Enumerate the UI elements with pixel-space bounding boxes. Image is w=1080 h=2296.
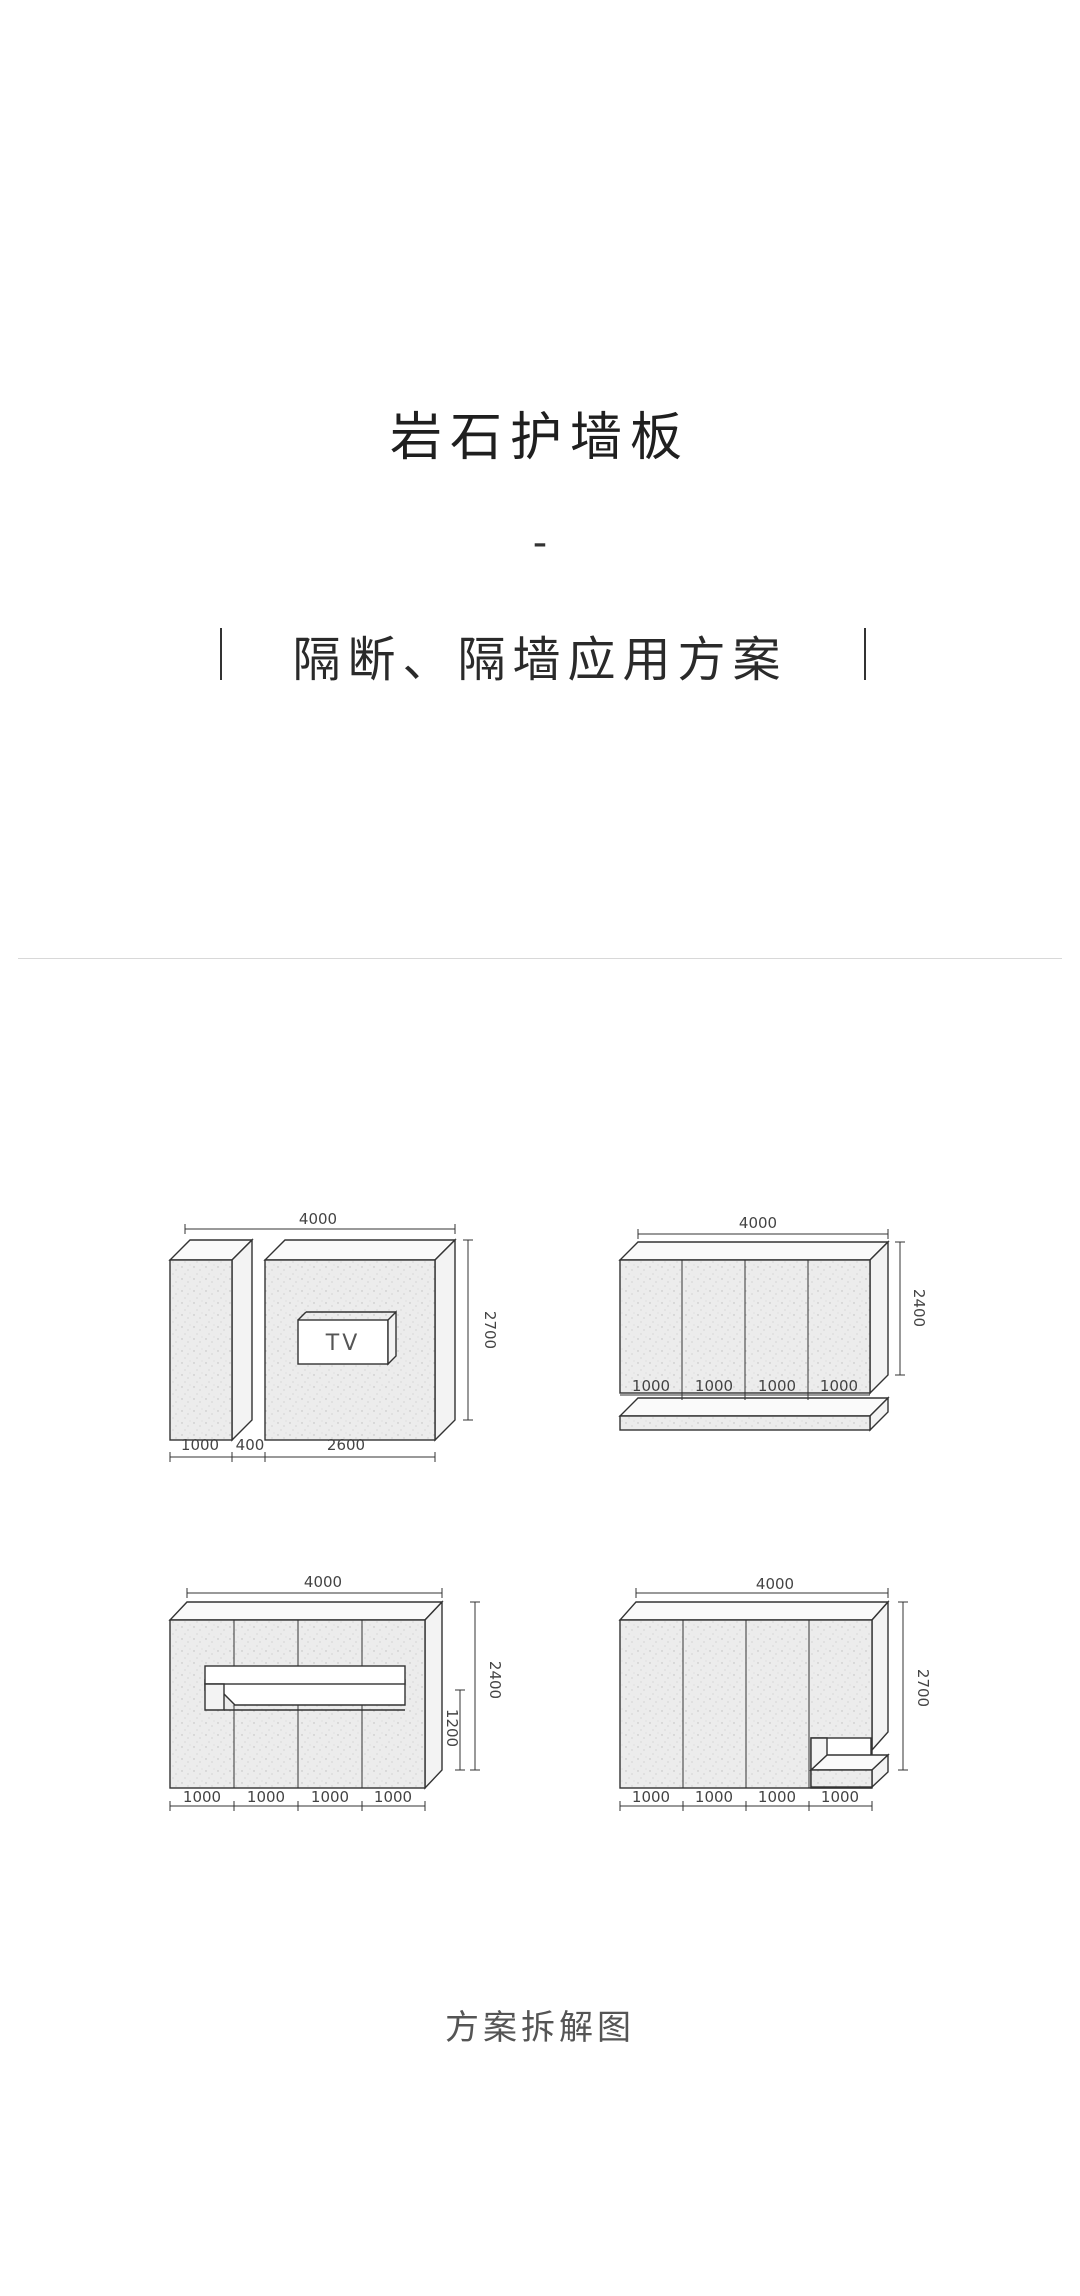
- d1-top-label: 4000: [299, 1210, 337, 1228]
- d3-bottom-label-1: 1000: [183, 1788, 221, 1806]
- d3-side-label-2: 1200: [443, 1709, 461, 1747]
- d3-top-label: 4000: [304, 1573, 342, 1591]
- title-dash: -: [532, 520, 548, 566]
- diagram-2: [618, 1229, 905, 1432]
- d3-bottom-label-3: 1000: [311, 1788, 349, 1806]
- d1-bottom-label-2: 400: [236, 1436, 265, 1454]
- subtitle-bar-right: [864, 628, 866, 680]
- d3-bottom-label-4: 1000: [374, 1788, 412, 1806]
- d3-side-label-1: 2400: [486, 1661, 504, 1699]
- d2-bottom-label-3: 1000: [758, 1377, 796, 1395]
- diagram-3: [168, 1588, 480, 1811]
- wall-panel-diagrams: 4000 2700 1000 400 2600 TV 4000 2400 100…: [168, 1210, 932, 1811]
- d2-top-label: 4000: [739, 1214, 777, 1232]
- diagram-caption: 方案拆解图: [445, 2008, 635, 2048]
- page-title: 岩石护墙板: [389, 408, 690, 468]
- d2-bottom-label-1: 1000: [632, 1377, 670, 1395]
- d2-bottom-label-4: 1000: [820, 1377, 858, 1395]
- subtitle: 隔断、隔墙应用方案: [292, 632, 788, 688]
- d1-bottom-label-3: 2600: [327, 1436, 365, 1454]
- d4-bottom-label-3: 1000: [758, 1788, 796, 1806]
- d4-bottom-label-2: 1000: [695, 1788, 733, 1806]
- diagram-4: [618, 1588, 908, 1811]
- d4-top-label: 4000: [756, 1575, 794, 1593]
- d1-bottom-label-1: 1000: [181, 1436, 219, 1454]
- d4-bottom-label-1: 1000: [632, 1788, 670, 1806]
- subtitle-block: 隔断、隔墙应用方案: [0, 620, 1080, 690]
- diagram-1: [168, 1224, 473, 1462]
- section-divider: [18, 958, 1062, 959]
- d2-bottom-label-2: 1000: [695, 1377, 733, 1395]
- tv-label: TV: [325, 1331, 361, 1356]
- d4-side-label: 2700: [914, 1669, 932, 1707]
- d1-side-label: 2700: [481, 1311, 499, 1349]
- d4-bottom-label-4: 1000: [821, 1788, 859, 1806]
- d2-side-label: 2400: [910, 1289, 928, 1327]
- d3-bottom-label-2: 1000: [247, 1788, 285, 1806]
- subtitle-bar-left: [220, 628, 222, 680]
